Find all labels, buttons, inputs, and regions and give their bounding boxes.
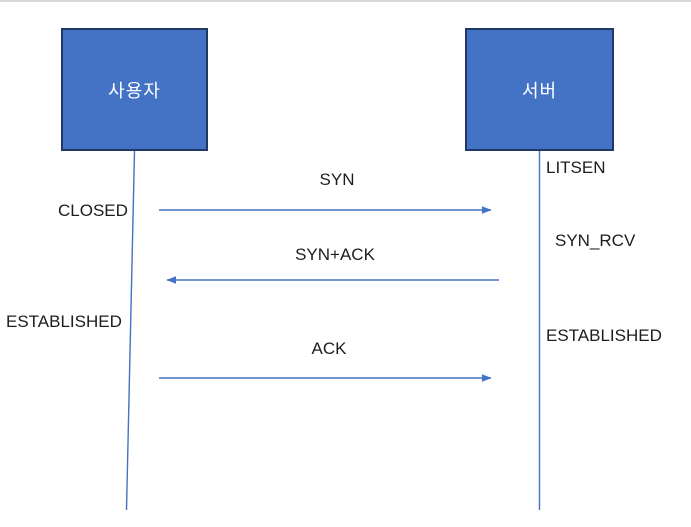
actor-box-user: 사용자 <box>61 28 208 151</box>
state-label-syn-rcv: SYN_RCV <box>555 231 636 250</box>
actor-label-server: 서버 <box>521 80 558 101</box>
state-label-established-server: ESTABLISHED <box>546 326 662 345</box>
message-label-ack: ACK <box>311 339 347 358</box>
state-label-litsen: LITSEN <box>546 158 606 177</box>
message-label-syn: SYN <box>319 170 355 189</box>
state-label-closed: CLOSED <box>58 201 128 220</box>
message-label-syn-ack: SYN+ACK <box>295 245 375 264</box>
window-top-edge <box>0 0 691 2</box>
actor-label-user: 사용자 <box>108 80 161 101</box>
state-label-established-user: ESTABLISHED <box>6 312 122 331</box>
actor-box-server: 서버 <box>465 28 614 151</box>
